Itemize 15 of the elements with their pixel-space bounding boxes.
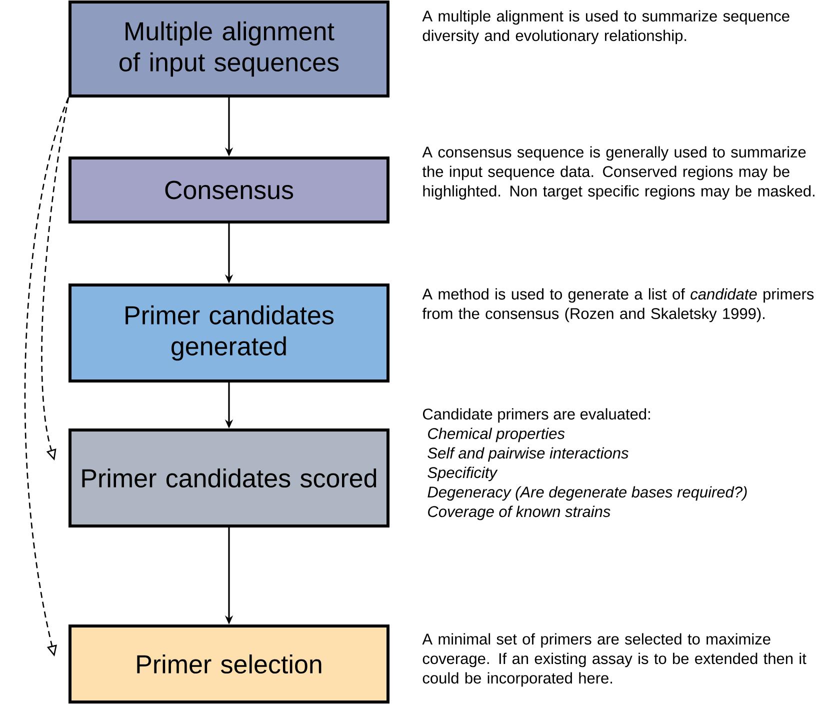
description-text: A method is used to generate a list of candidate primers from the consensus (Rozen and Skaletsky 1999). xyxy=(422,288,814,322)
description-text: A multiple alignment is used to summarize sequence diversity and evolutionary relationship. xyxy=(422,10,790,44)
description-text: A minimal set of primers are selected to maximize coverage. If an existing assay is to be extended then it could be incorporated here. xyxy=(422,633,806,687)
process-box: Primer selection xyxy=(68,624,390,704)
process-box: Consensus xyxy=(68,156,390,224)
list-item: Chemical properties xyxy=(428,428,565,442)
list-item: Specificity xyxy=(428,466,498,482)
process-box: Multiple alignment of input sequences xyxy=(68,0,390,98)
list-item: Self and pairwise interactions xyxy=(428,447,628,462)
process-box: Primer candidates generated xyxy=(68,284,390,382)
process-box: Primer candidates scored xyxy=(68,428,390,528)
description-text: Candidate primers are evaluated: xyxy=(423,408,650,423)
description-text: A consensus sequence is generally used to summarize the input sequence data. Conserved regions may be highlighted. Non target specific regions may be masked. xyxy=(422,146,814,200)
list-item: Degeneracy (Are degenerate bases required?) xyxy=(428,486,747,501)
list-item: Coverage of known strains xyxy=(428,506,610,520)
